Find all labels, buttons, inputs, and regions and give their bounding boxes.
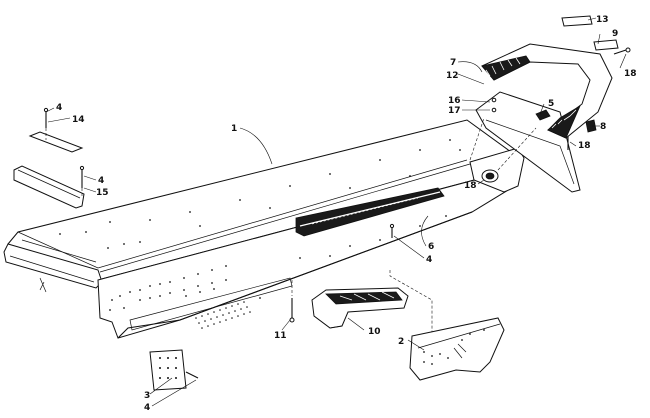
callout-11: 11 [274, 331, 287, 341]
callout-4-left-top: 4 [56, 103, 62, 113]
leader-lines [45, 17, 627, 407]
small-plate [149, 349, 199, 391]
tunnel-part [3, 119, 525, 339]
callout-labels: 1 2 3 4 4 4 4 5 6 7 8 9 10 11 12 13 14 1… [56, 15, 637, 413]
callout-9: 9 [612, 29, 618, 39]
fasteners [289, 223, 395, 323]
hanger-bracket [13, 107, 85, 209]
callout-5: 5 [548, 99, 554, 109]
callout-18-right: 18 [624, 69, 637, 79]
callout-4-center: 4 [426, 255, 432, 265]
callout-8: 8 [600, 122, 606, 132]
callout-16: 16 [448, 96, 461, 106]
callout-6: 6 [428, 242, 434, 252]
callout-7: 7 [450, 58, 456, 68]
callout-18-lower: 18 [578, 141, 591, 151]
decal-stripe [295, 187, 445, 237]
perforated-panel [195, 301, 251, 329]
callout-15: 15 [96, 188, 109, 198]
footrest-bracket [389, 270, 505, 381]
callout-14: 14 [72, 115, 85, 125]
callout-18-tunnel: 18 [464, 181, 477, 191]
running-board [311, 287, 409, 329]
callout-12: 12 [446, 71, 459, 81]
callout-2: 2 [398, 337, 404, 347]
callout-3: 3 [144, 391, 150, 401]
callout-4-bottom: 4 [144, 403, 150, 413]
callout-13: 13 [596, 15, 609, 25]
callout-1: 1 [231, 124, 237, 134]
callout-10: 10 [368, 327, 381, 337]
callout-17: 17 [448, 106, 461, 116]
callout-4-left-mid: 4 [98, 176, 104, 186]
grab-handle-assembly [469, 15, 631, 193]
